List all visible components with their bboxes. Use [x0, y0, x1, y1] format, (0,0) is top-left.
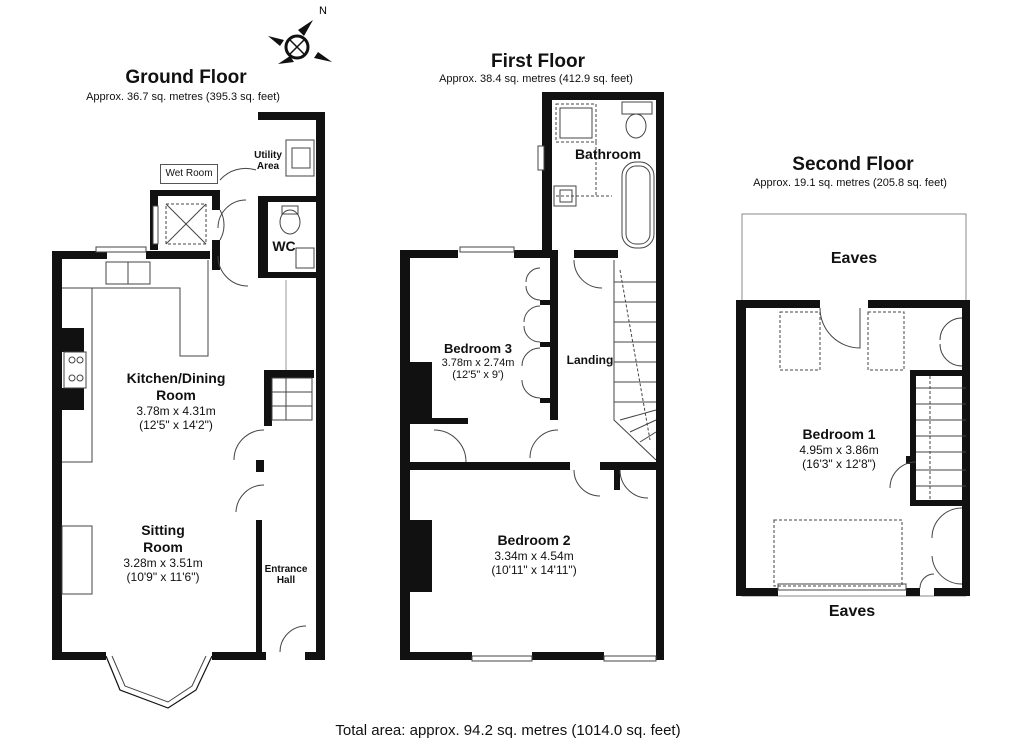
- sitting-name-line1: Sitting: [141, 522, 185, 538]
- ground-floor-title: Ground Floor: [125, 67, 247, 88]
- ground-floor-fixtures: [61, 139, 315, 709]
- bedroom2-label: Bedroom 2 3.34m x 4.54m (10'11" x 14'11"…: [491, 532, 576, 577]
- eaves-bottom-label: Eaves: [828, 603, 876, 620]
- sitting-name-line2: Room: [143, 539, 183, 555]
- kitchen-name-line2: Room: [156, 387, 196, 403]
- bedroom1-name: Bedroom 1: [802, 426, 876, 442]
- wet-room-label: Wet Room: [160, 164, 218, 184]
- bedroom1-label: Bedroom 1 4.95m x 3.86m (16'3" x 12'8"): [799, 426, 878, 471]
- compass-north-label: N: [319, 5, 327, 17]
- kitchen-dims-metric: 3.78m x 4.31m: [136, 404, 216, 418]
- second-floor-plan: [736, 213, 970, 597]
- bedroom2-dims-imperial: (10'11" x 14'11"): [491, 563, 577, 577]
- ground-floor-area: Approx. 36.7 sq. metres (395.3 sq. feet): [86, 91, 280, 103]
- bedroom2-dims-metric: 3.34m x 4.54m: [494, 549, 574, 563]
- sitting-dims-metric: 3.28m x 3.51m: [123, 556, 203, 570]
- entrance-hall-label: Entrance Hall: [265, 564, 308, 586]
- first-floor-plan: [400, 92, 664, 660]
- compass-icon: N: [268, 5, 332, 64]
- first-floor-area: Approx. 38.4 sq. metres (412.9 sq. feet): [439, 73, 633, 85]
- second-floor-title: Second Floor: [792, 154, 914, 175]
- first-floor-fixtures: [433, 101, 657, 662]
- bedroom1-dims-metric: 4.95m x 3.86m: [799, 443, 879, 457]
- eaves-top-label: Eaves: [830, 250, 878, 267]
- kitchen-dining-label: Kitchen/Dining Room 3.78m x 4.31m (12'5"…: [127, 370, 226, 432]
- bedroom2-name: Bedroom 2: [497, 532, 571, 548]
- bedroom1-dims-imperial: (16'3" x 12'8"): [802, 457, 876, 471]
- kitchen-name-line1: Kitchen/Dining: [126, 370, 226, 386]
- kitchen-dims-imperial: (12'5" x 14'2"): [139, 418, 213, 432]
- entrance-label-line1: Entrance: [264, 564, 308, 575]
- sitting-dims-imperial: (10'9" x 11'6"): [126, 570, 200, 584]
- bathroom-label: Bathroom: [574, 146, 642, 162]
- total-area-footer: Total area: approx. 94.2 sq. metres (101…: [335, 722, 681, 739]
- entrance-label-line2: Hall: [276, 575, 296, 586]
- sitting-room-label: Sitting Room 3.28m x 3.51m (10'9" x 11'6…: [123, 522, 202, 584]
- first-floor-title: First Floor: [491, 51, 585, 72]
- bedroom3-dims-metric: 3.78m x 2.74m: [441, 357, 515, 369]
- bedroom3-name: Bedroom 3: [444, 341, 512, 356]
- landing-label: Landing: [566, 353, 614, 367]
- bedroom3-dims-imperial: (12'5" x 9'): [452, 369, 504, 381]
- utility-label-line1: Utility: [254, 150, 282, 161]
- bedroom3-label: Bedroom 3 3.78m x 2.74m (12'5" x 9'): [442, 340, 515, 381]
- utility-label-line2: Area: [256, 161, 280, 172]
- second-floor-area: Approx. 19.1 sq. metres (205.8 sq. feet): [753, 177, 947, 189]
- wc-label: WC: [272, 238, 296, 254]
- utility-area-label: Utility Area: [254, 150, 282, 172]
